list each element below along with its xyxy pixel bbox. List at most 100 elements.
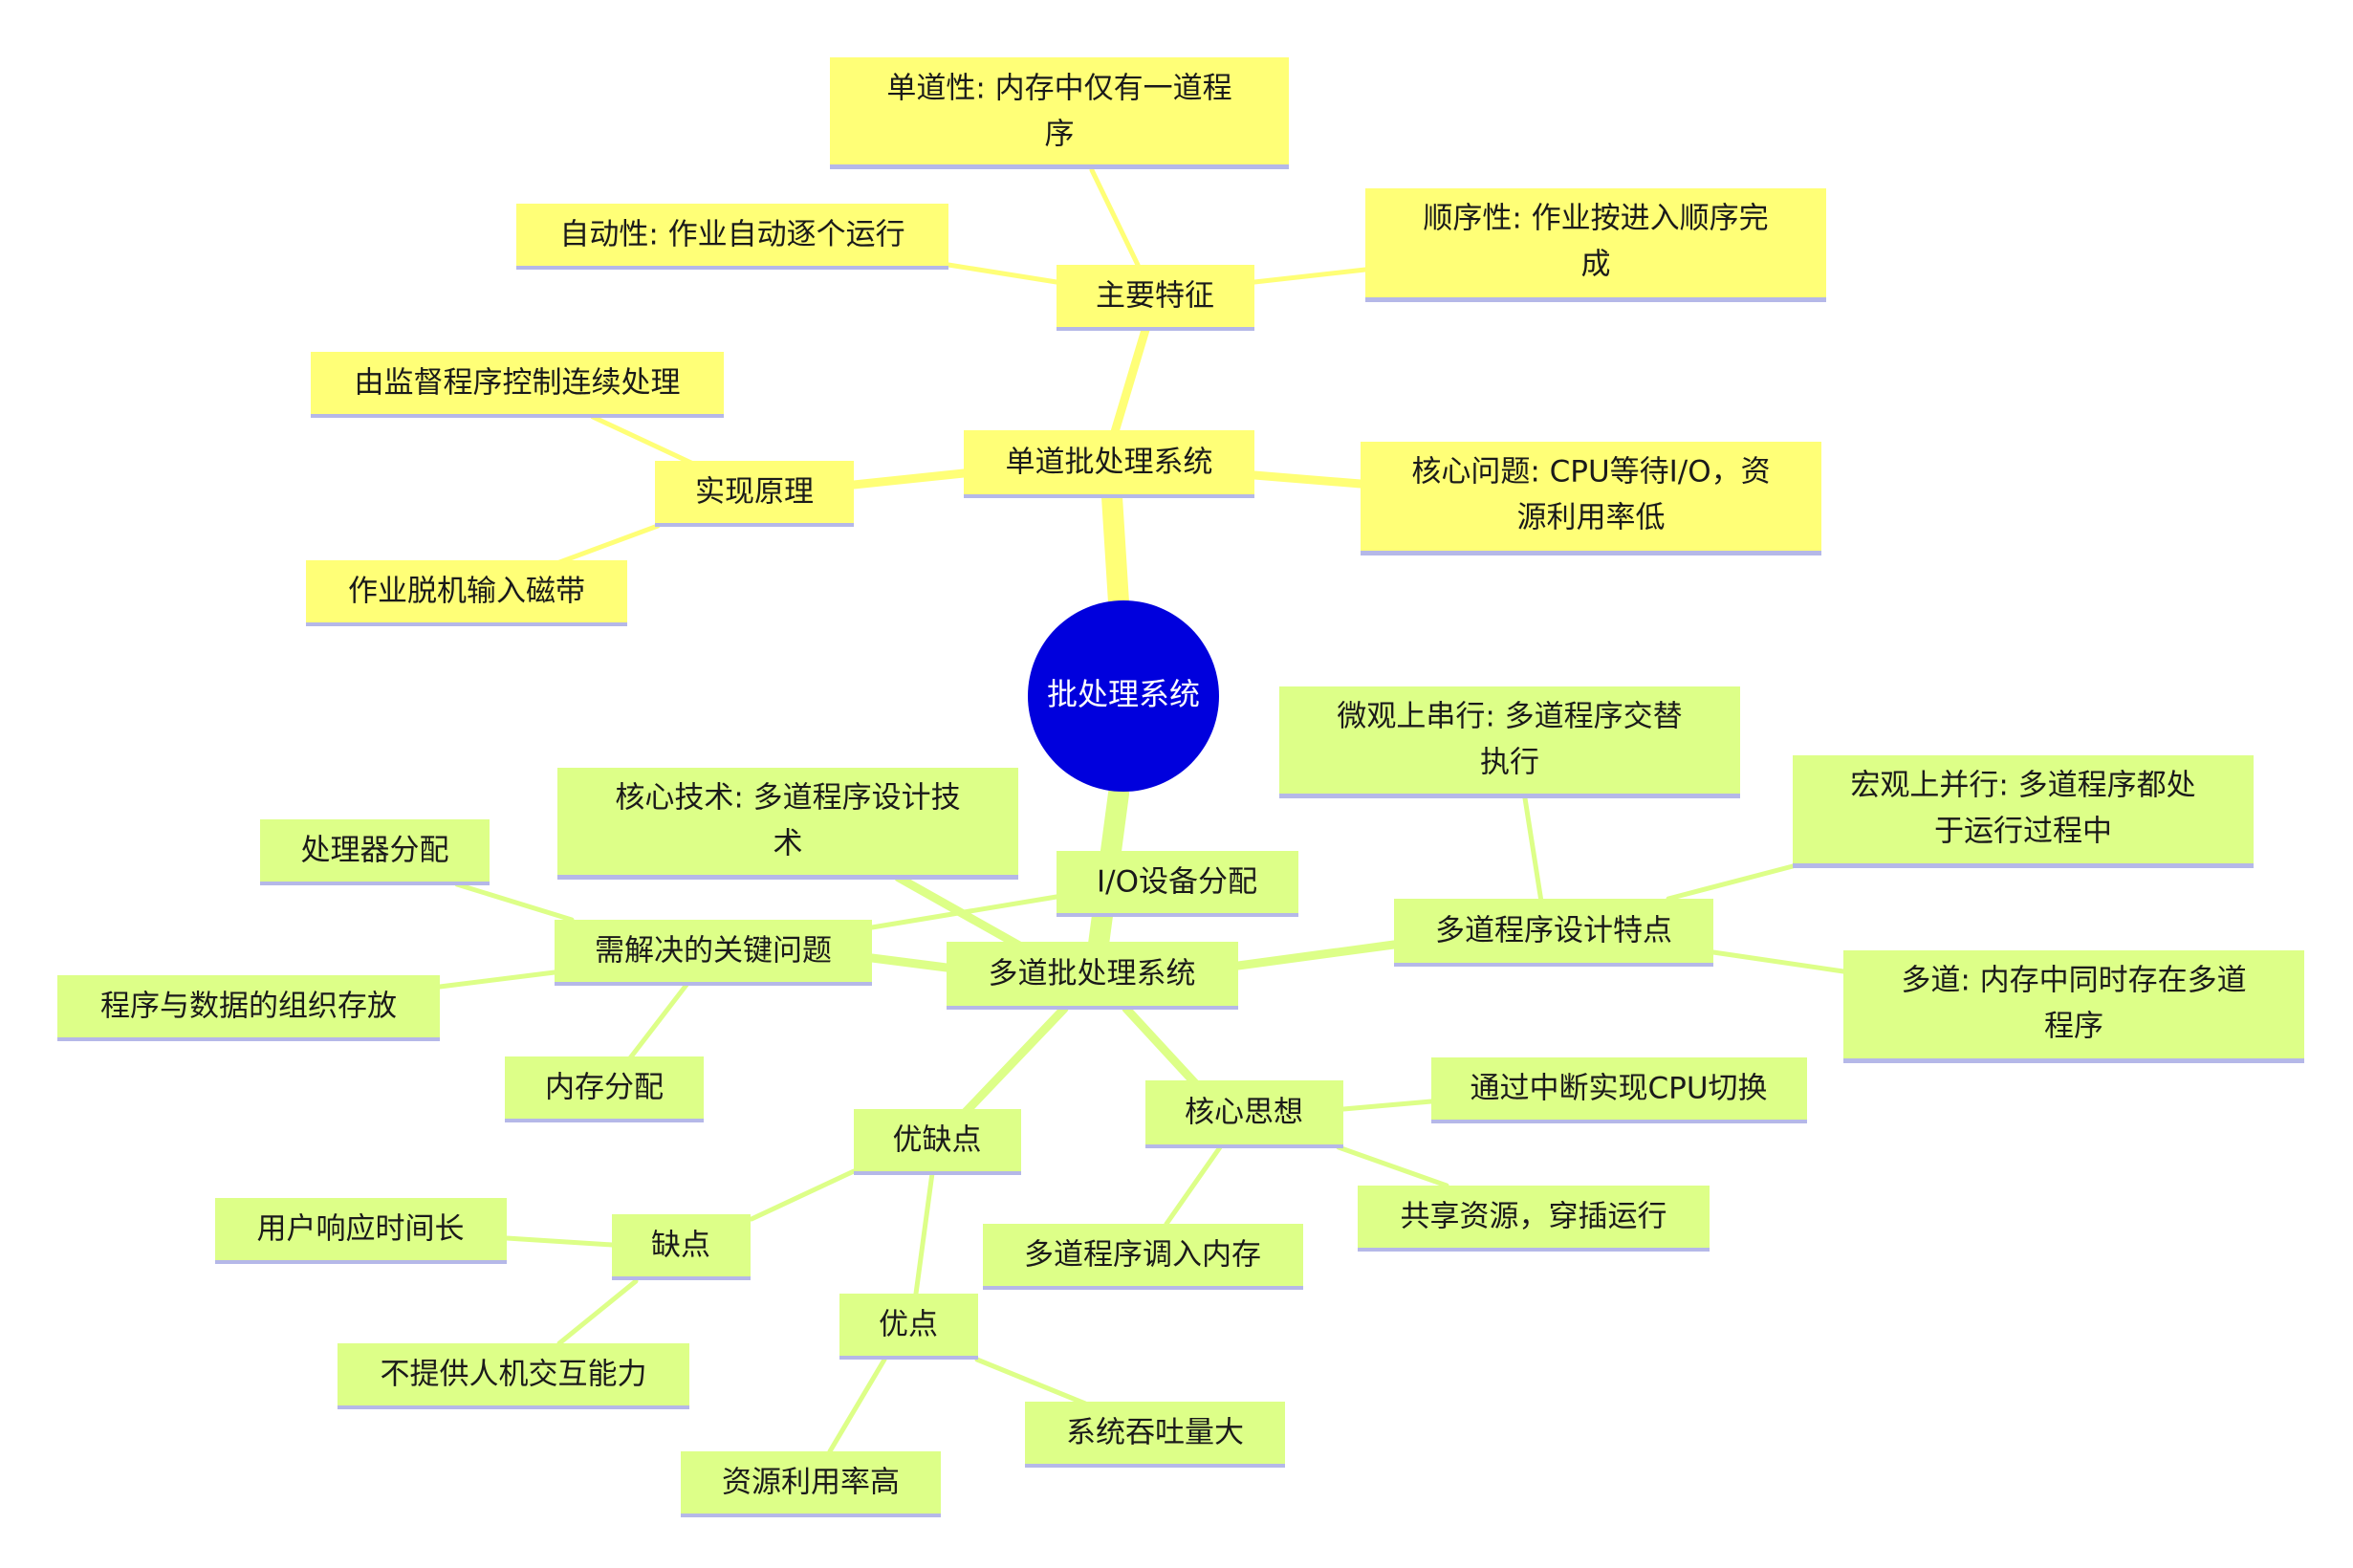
- node-cons[interactable]: 缺点: [612, 1214, 751, 1280]
- node-label: 系统吞吐量大: [1066, 1416, 1244, 1450]
- node-label: 缺点: [651, 1229, 710, 1263]
- root-node[interactable]: 批处理系统: [1028, 600, 1219, 792]
- node-box: [964, 430, 1254, 497]
- node-underline: [1057, 913, 1298, 917]
- node-memory[interactable]: 内存分配: [505, 1056, 704, 1122]
- node-core-tech[interactable]: 核心技术: 多道程序设计技 术: [557, 768, 1018, 880]
- node-box: [1025, 1402, 1285, 1467]
- node-label-line-1: 单道性: 内存中仅有一道程: [886, 72, 1231, 106]
- node-underline: [1394, 963, 1713, 967]
- node-pros[interactable]: 优点: [839, 1294, 978, 1360]
- node-io-alloc[interactable]: I/O设备分配: [1057, 851, 1298, 917]
- node-underline: [1145, 1144, 1343, 1148]
- node-box: [830, 57, 1289, 167]
- node-box: [338, 1343, 689, 1408]
- edge-proscons-pros: [913, 1170, 935, 1296]
- node-label: 单道批处理系统: [1006, 446, 1213, 480]
- node-underline: [1793, 863, 2254, 868]
- node-box: [306, 560, 627, 625]
- node-box: [1431, 1057, 1807, 1122]
- node-single-batch[interactable]: 单道批处理系统: [964, 430, 1254, 498]
- node-main-features[interactable]: 主要特征: [1057, 265, 1254, 331]
- node-processor[interactable]: 处理器分配: [260, 819, 490, 885]
- node-label-line-1: 核心问题: CPU等待I/O，资: [1411, 455, 1770, 490]
- node-label: 多道批处理系统: [989, 957, 1196, 991]
- node-utilization[interactable]: 资源利用率高: [681, 1451, 941, 1517]
- edge-cons-slowresponse: [504, 1235, 615, 1248]
- node-label: 多道程序设计特点: [1435, 914, 1672, 948]
- node-load[interactable]: 多道程序调入内存: [983, 1224, 1303, 1290]
- node-box: [505, 1056, 704, 1122]
- edge-multi-keyissues: [867, 953, 951, 972]
- node-label-line-1: 微观上串行: 多道程序交替: [1337, 700, 1682, 734]
- node-label-line-2: 于运行过程中: [1934, 815, 2112, 849]
- node-auto[interactable]: 自动性: 作业自动逐个运行: [516, 204, 948, 270]
- node-key-issues[interactable]: 需解决的关键问题: [555, 920, 872, 986]
- node-monitor[interactable]: 由监督程序控制连续处理: [311, 352, 724, 418]
- node-principle[interactable]: 实现原理: [655, 461, 854, 527]
- node-box: [1361, 442, 1821, 554]
- node-core-issue[interactable]: 核心问题: CPU等待I/O，资 源利用率低: [1361, 442, 1821, 555]
- edge-keyissues-orgstorage: [437, 969, 557, 990]
- node-box: [516, 204, 948, 269]
- node-label-line-1: 多道: 内存中同时存在多道: [1901, 964, 2246, 998]
- node-box: [612, 1214, 751, 1279]
- node-underline: [557, 875, 1018, 880]
- node-underline: [1358, 1248, 1710, 1252]
- edge-pros-throughput: [974, 1357, 1088, 1406]
- node-box: [681, 1451, 941, 1516]
- node-box: [839, 1294, 978, 1359]
- connector-lines: [437, 167, 1846, 1454]
- edge-root-single: [1101, 487, 1129, 613]
- node-label: 自动性: 作业自动逐个运行: [559, 218, 904, 252]
- node-interrupt[interactable]: 通过中断实现CPU切换: [1431, 1057, 1807, 1123]
- node-label: 多道程序调入内存: [1024, 1238, 1261, 1273]
- node-slow-response[interactable]: 用户响应时间长: [215, 1198, 507, 1264]
- node-underline: [306, 622, 627, 626]
- edge-coreidea-share: [1336, 1144, 1449, 1188]
- edge-single-coreissue: [1250, 470, 1365, 489]
- node-label: 程序与数据的组织存放: [100, 990, 397, 1024]
- node-box: [555, 920, 872, 985]
- node-throughput[interactable]: 系统吞吐量大: [1025, 1402, 1285, 1468]
- node-offline[interactable]: 作业脱机输入磁带: [306, 560, 627, 626]
- node-multi-features[interactable]: 多道程序设计特点: [1394, 899, 1713, 967]
- node-label-line-2: 术: [773, 827, 803, 861]
- node-label: 由监督程序控制连续处理: [355, 366, 681, 401]
- node-underline: [516, 266, 948, 270]
- node-label-line-2: 序: [1045, 118, 1075, 152]
- node-share[interactable]: 共享资源，穿插运行: [1358, 1186, 1710, 1252]
- edge-multi-coreidea: [1122, 1004, 1200, 1088]
- root-circle: [1028, 600, 1219, 792]
- node-sequential[interactable]: 顺序性: 作业按进入顺序完 成: [1365, 188, 1826, 302]
- edge-keyissues-processor: [454, 882, 575, 923]
- node-box: [260, 819, 490, 884]
- node-box: [1843, 950, 2304, 1061]
- node-micro-serial[interactable]: 微观上串行: 多道程序交替 执行: [1279, 686, 1740, 798]
- edge-features-micro: [1522, 795, 1544, 904]
- node-multi-mem[interactable]: 多道: 内存中同时存在多道 程序: [1843, 950, 2304, 1063]
- node-box: [1365, 188, 1826, 300]
- node-underline: [260, 882, 490, 885]
- node-org-storage[interactable]: 程序与数据的组织存放: [57, 975, 440, 1041]
- node-macro-parallel[interactable]: 宏观上并行: 多道程序都处 于运行过程中: [1793, 755, 2254, 868]
- node-label: 处理器分配: [301, 834, 449, 868]
- node-label: 不提供人机交互能力: [381, 1358, 647, 1392]
- edge-keyissues-io: [869, 894, 1059, 930]
- node-label-line-2: 执行: [1480, 746, 1539, 780]
- node-single-prog[interactable]: 单道性: 内存中仅有一道程 序: [830, 57, 1289, 169]
- node-label-line-1: 顺序性: 作业按进入顺序完: [1423, 202, 1768, 236]
- node-label-line-2: 源利用率低: [1517, 501, 1666, 535]
- node-label: 通过中断实现CPU切换: [1470, 1072, 1767, 1106]
- node-box: [983, 1224, 1303, 1289]
- node-pros-cons[interactable]: 优缺点: [854, 1109, 1021, 1175]
- node-box: [1057, 851, 1298, 916]
- node-multi-batch[interactable]: 多道批处理系统: [947, 942, 1238, 1010]
- node-no-interaction[interactable]: 不提供人机交互能力: [338, 1343, 689, 1409]
- node-label: 作业脱机输入磁带: [348, 575, 585, 609]
- node-label-line-1: 核心技术: 多道程序设计技: [615, 781, 960, 816]
- edge-single-features: [1109, 325, 1150, 440]
- node-core-idea[interactable]: 核心思想: [1145, 1080, 1343, 1148]
- node-underline: [681, 1514, 941, 1517]
- node-box: [854, 1109, 1021, 1174]
